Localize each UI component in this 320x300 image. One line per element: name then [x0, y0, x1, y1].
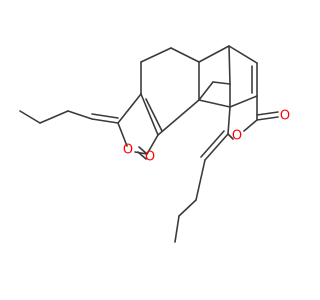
bond: [212, 81, 231, 85]
bond: [91, 113, 119, 119]
bond: [228, 45, 231, 85]
bond: [200, 130, 225, 158]
bond: [19, 110, 41, 124]
bond: [140, 93, 159, 136]
bond: [198, 99, 231, 108]
bond: [195, 159, 206, 201]
chemical-structure: O O O O: [19, 45, 290, 243]
bond: [256, 116, 279, 121]
bond: [138, 146, 148, 155]
bond: [140, 47, 172, 63]
bond: [134, 151, 148, 155]
oxygen-label: O: [232, 129, 242, 144]
bond: [243, 119, 258, 132]
oxygen-label: O: [145, 150, 155, 165]
bond: [174, 215, 180, 243]
bond: [227, 133, 234, 140]
oxygen-label: O: [123, 143, 133, 158]
bond: [145, 98, 163, 132]
bond: [117, 93, 142, 124]
bond: [204, 133, 229, 161]
bond: [256, 111, 279, 116]
bond: [178, 199, 197, 217]
oxygen-label: O: [280, 109, 290, 124]
bond: [91, 118, 119, 124]
bond-lines: [19, 45, 279, 243]
bond: [170, 47, 200, 63]
bond: [146, 134, 159, 155]
bond: [39, 110, 69, 124]
atom-labels: O O O O: [123, 109, 290, 165]
bond: [137, 151, 147, 160]
bond: [198, 45, 230, 63]
bond: [117, 122, 128, 147]
bond: [157, 99, 200, 136]
bond: [228, 45, 258, 64]
bond: [227, 106, 231, 135]
bond: [229, 95, 258, 108]
bond: [67, 110, 93, 120]
bond: [198, 81, 214, 101]
